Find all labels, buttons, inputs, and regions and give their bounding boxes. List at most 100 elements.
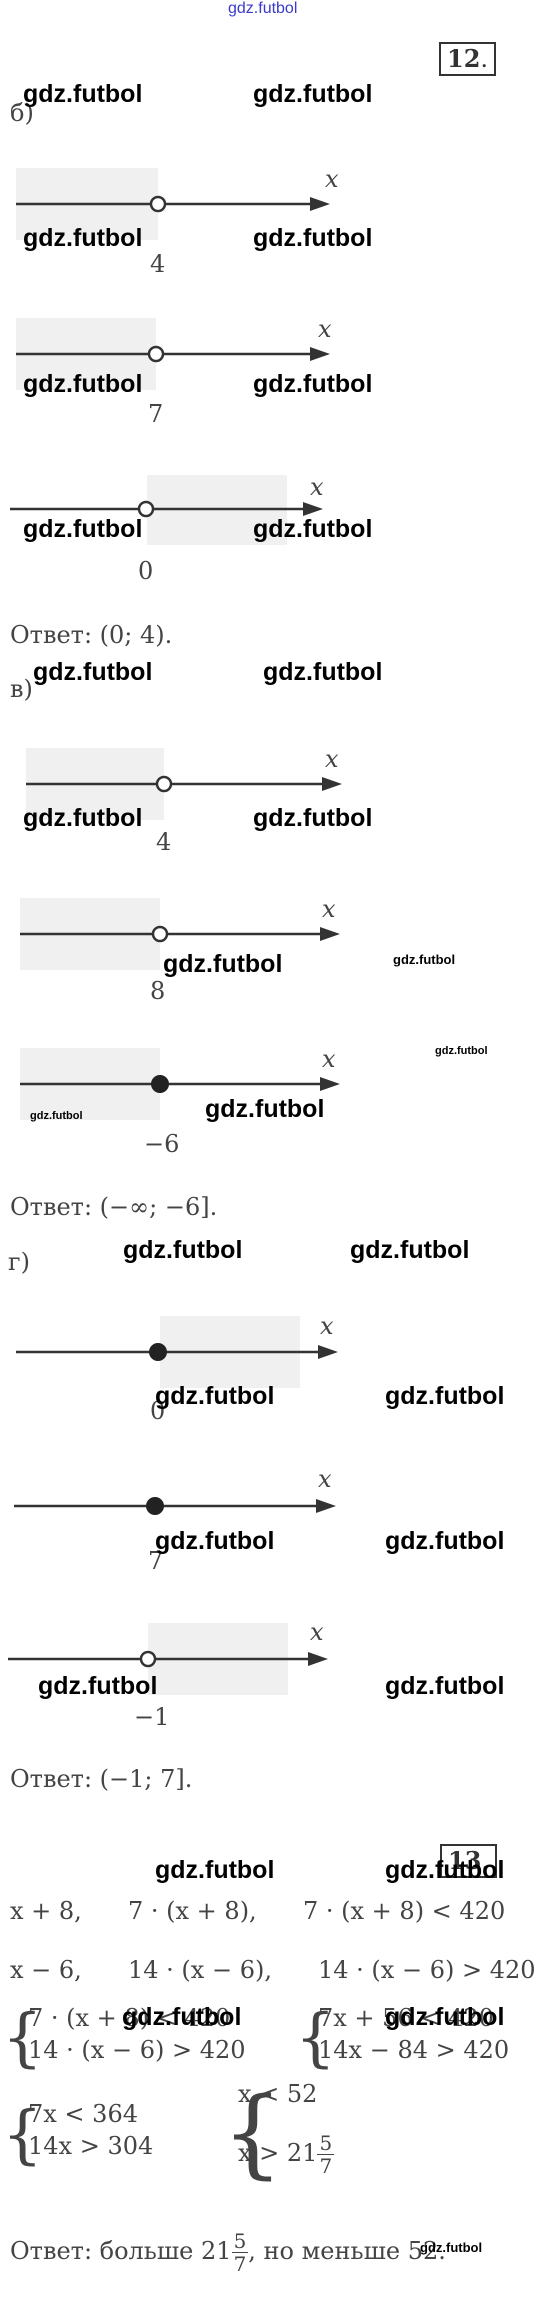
x-axis-label: x	[322, 1045, 336, 1073]
watermark: gdz.futbol	[38, 1672, 158, 1700]
fraction-denominator: 7	[319, 2154, 333, 2178]
system2-line2: 14x − 84 > 420	[318, 2036, 510, 2064]
open-point	[139, 1650, 157, 1668]
number-line-g3	[8, 1623, 328, 1695]
answer-suffix: , но меньше 52.	[248, 2237, 446, 2265]
axis-arrow	[316, 1499, 336, 1513]
watermark: gdz.futbol	[393, 952, 456, 967]
watermark: gdz.futbol	[253, 224, 373, 252]
problem-12-label: 12	[447, 44, 481, 73]
problem-12-number: 12.	[439, 42, 497, 76]
closed-point	[146, 1497, 164, 1515]
point-label: −1	[134, 1703, 170, 1731]
watermark: gdz.futbol	[33, 658, 153, 686]
axis-arrow	[310, 347, 330, 361]
watermark: gdz.futbol	[253, 515, 373, 543]
axis-arrow	[308, 1652, 328, 1666]
point-label: 8	[150, 977, 166, 1005]
section-v-label: в)	[10, 675, 33, 703]
axis-arrow	[318, 1345, 338, 1359]
number-line-v1	[26, 748, 342, 820]
watermark: gdz.futbol	[23, 370, 143, 398]
fraction-numerator: 5	[231, 2229, 249, 2253]
watermark: gdz.futbol	[435, 1045, 488, 1057]
number-line-v2	[20, 898, 340, 970]
point-label: 4	[150, 250, 166, 278]
system2-line1: 7x + 56 < 420	[318, 2004, 494, 2032]
section-b-label: б)	[10, 99, 34, 127]
number-line-b3	[10, 475, 323, 545]
row1-col2: 7 · (x + 8),	[128, 1897, 257, 1925]
watermark: gdz.futbol	[23, 80, 143, 108]
problem-13-label: 13	[448, 1846, 482, 1875]
x-axis-label: x	[318, 315, 332, 343]
point-label: −6	[144, 1130, 180, 1158]
number-line-g1	[16, 1316, 338, 1388]
system-brace: {	[295, 2001, 336, 2075]
watermark: gdz.futbol	[228, 0, 298, 17]
section-g-label: г)	[8, 1248, 30, 1276]
answer-v: Ответ: (−∞; −6].	[10, 1193, 218, 1221]
number-line-b2	[16, 318, 330, 390]
x-axis-label: x	[310, 473, 324, 501]
watermark: gdz.futbol	[122, 2003, 242, 2031]
system1-line2: 14 · (x − 6) > 420	[28, 2036, 246, 2064]
open-point	[147, 345, 165, 363]
point-label: 7	[148, 400, 164, 428]
fraction-numerator: 5	[317, 2131, 335, 2155]
x-axis-label: x	[325, 165, 339, 193]
watermark: gdz.futbol	[23, 224, 143, 252]
point-label: 7	[148, 1547, 164, 1575]
system4-prefix: x > 21	[238, 2139, 318, 2167]
row1-col1: x + 8,	[10, 1897, 82, 1925]
number-line-v3	[20, 1048, 340, 1120]
problem-13-number: 13.	[440, 1844, 498, 1878]
watermark: gdz.futbol	[385, 1672, 505, 1700]
x-axis-label: x	[310, 1618, 324, 1646]
watermark: gdz.futbol	[23, 515, 143, 543]
point-label: 4	[156, 828, 172, 856]
watermark: gdz.futbol	[385, 2003, 505, 2031]
open-point	[149, 195, 167, 213]
system4-line1: x < 52	[238, 2080, 318, 2108]
watermark: gdz.futbol	[155, 1856, 275, 1884]
watermark: gdz.futbol	[253, 370, 373, 398]
watermark: gdz.futbol	[155, 1527, 275, 1555]
watermark: gdz.futbol	[30, 1110, 83, 1122]
row2-col3: 14 · (x − 6) > 420	[318, 1956, 536, 1984]
watermark: gdz.futbol	[253, 80, 373, 108]
watermark: gdz.futbol	[350, 1236, 470, 1264]
answer-b: Ответ: (0; 4).	[10, 621, 173, 649]
number-line-b1	[16, 168, 330, 240]
open-point	[137, 500, 155, 518]
number-line-g2	[14, 1497, 336, 1515]
watermark: gdz.futbol	[205, 1095, 325, 1123]
closed-point	[149, 1343, 167, 1361]
watermark: gdz.futbol	[163, 950, 283, 978]
watermark: gdz.futbol	[23, 804, 143, 832]
watermark: gdz.futbol	[253, 804, 373, 832]
system-brace: {	[222, 2077, 284, 2189]
axis-arrow	[310, 197, 330, 211]
row2-col1: x − 6,	[10, 1956, 82, 1984]
row1-col3: 7 · (x + 8) < 420	[303, 1897, 506, 1925]
watermark: gdz.futbol	[263, 658, 383, 686]
open-point	[155, 775, 173, 793]
system-brace: {	[2, 2001, 43, 2075]
axis-arrow	[303, 502, 323, 516]
point-label: 0	[150, 1397, 166, 1425]
system1-line1: 7 · (x + 8) < 420	[28, 2004, 231, 2032]
fraction-denominator: 7	[233, 2252, 247, 2276]
answer-prefix: Ответ: больше 21	[10, 2237, 232, 2265]
x-axis-label: x	[322, 895, 336, 923]
row2-col2: 14 · (x − 6),	[128, 1956, 272, 1984]
x-axis-label: x	[320, 1312, 334, 1340]
answer-g: Ответ: (−1; 7].	[10, 1765, 193, 1793]
watermark: gdz.futbol	[385, 1856, 505, 1884]
open-point	[151, 925, 169, 943]
closed-point	[151, 1075, 169, 1093]
